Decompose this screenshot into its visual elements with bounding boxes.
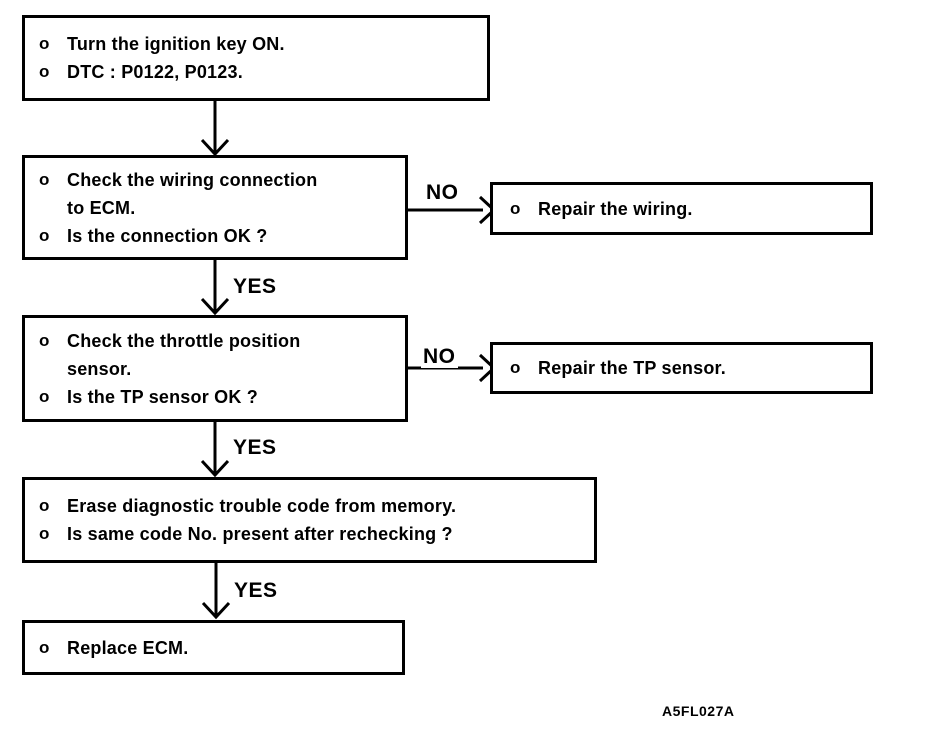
label-no-repair-tp: NO: [421, 345, 458, 368]
bullet-marker: o: [39, 225, 50, 245]
list-item: o Turn the ignition key ON.: [39, 30, 479, 58]
arrow-check-tp-to-erase-dtc: [200, 422, 230, 478]
bullet-text: Turn the ignition key ON.: [67, 34, 285, 54]
bullet-marker: o: [39, 330, 50, 350]
node-replace-ecm: o Replace ECM.: [22, 620, 405, 675]
node-check-wiring: o Check the wiring connection to ECM. o …: [22, 155, 408, 260]
bullet-text: Check the throttle position: [67, 330, 301, 351]
bullet-marker: o: [39, 386, 50, 406]
bullet-marker: o: [39, 169, 50, 189]
label-yes-check-wiring: YES: [231, 275, 279, 298]
list-item: o Repair the TP sensor.: [510, 354, 862, 382]
bullet-marker: o: [510, 358, 521, 377]
list-item: o Erase diagnostic trouble code from mem…: [39, 492, 586, 520]
list-item: o Is the TP sensor OK ?: [39, 383, 397, 411]
arrow-erase-dtc-to-replace-ecm: [201, 563, 231, 620]
bullet-text: Repair the wiring.: [538, 198, 693, 219]
list-item: o Check the wiring connection to ECM.: [39, 166, 397, 222]
arrow-check-wiring-to-check-tp: [200, 260, 230, 316]
list-item: o Is the connection OK ?: [39, 222, 397, 250]
bullet-text: Is same code No. present after recheckin…: [67, 524, 453, 544]
bullet-marker: o: [39, 34, 50, 53]
bullet-text: Replace ECM.: [67, 637, 189, 658]
figure-code: A5FL027A: [662, 703, 735, 719]
bullet-text: Is the TP sensor OK ?: [67, 386, 258, 407]
list-item: o Is same code No. present after recheck…: [39, 520, 586, 548]
node-erase-dtc: o Erase diagnostic trouble code from mem…: [22, 477, 597, 563]
node-repair-tp-sensor: o Repair the TP sensor.: [490, 342, 873, 394]
bullet-text: Is the connection OK ?: [67, 225, 268, 246]
node-repair-wiring: o Repair the wiring.: [490, 182, 873, 235]
label-no-repair-wiring: NO: [424, 181, 461, 204]
bullet-marker: o: [39, 637, 50, 657]
arrow-start-to-check-wiring: [200, 101, 230, 157]
node-start: o Turn the ignition key ON. o DTC : P012…: [22, 15, 490, 101]
bullet-marker: o: [39, 62, 50, 81]
label-yes-erase-dtc: YES: [232, 579, 280, 602]
label-yes-check-tp: YES: [231, 436, 279, 459]
bullet-marker: o: [39, 524, 50, 543]
bullet-marker: o: [510, 198, 521, 218]
bullet-text: sensor.: [67, 358, 132, 379]
bullet-text: Repair the TP sensor.: [538, 358, 726, 378]
bullet-text: Erase diagnostic trouble code from memor…: [67, 496, 457, 516]
list-item: o Repair the wiring.: [510, 195, 862, 223]
list-item: o DTC : P0122, P0123.: [39, 58, 479, 86]
list-item: o Replace ECM.: [39, 634, 394, 662]
bullet-marker: o: [39, 496, 50, 515]
node-check-tp-sensor: o Check the throttle position sensor. o …: [22, 315, 408, 422]
list-item: o Check the throttle position sensor.: [39, 327, 397, 383]
bullet-text: Check the wiring connection: [67, 169, 318, 190]
bullet-text: to ECM.: [67, 197, 136, 218]
bullet-text: DTC : P0122, P0123.: [67, 62, 243, 82]
